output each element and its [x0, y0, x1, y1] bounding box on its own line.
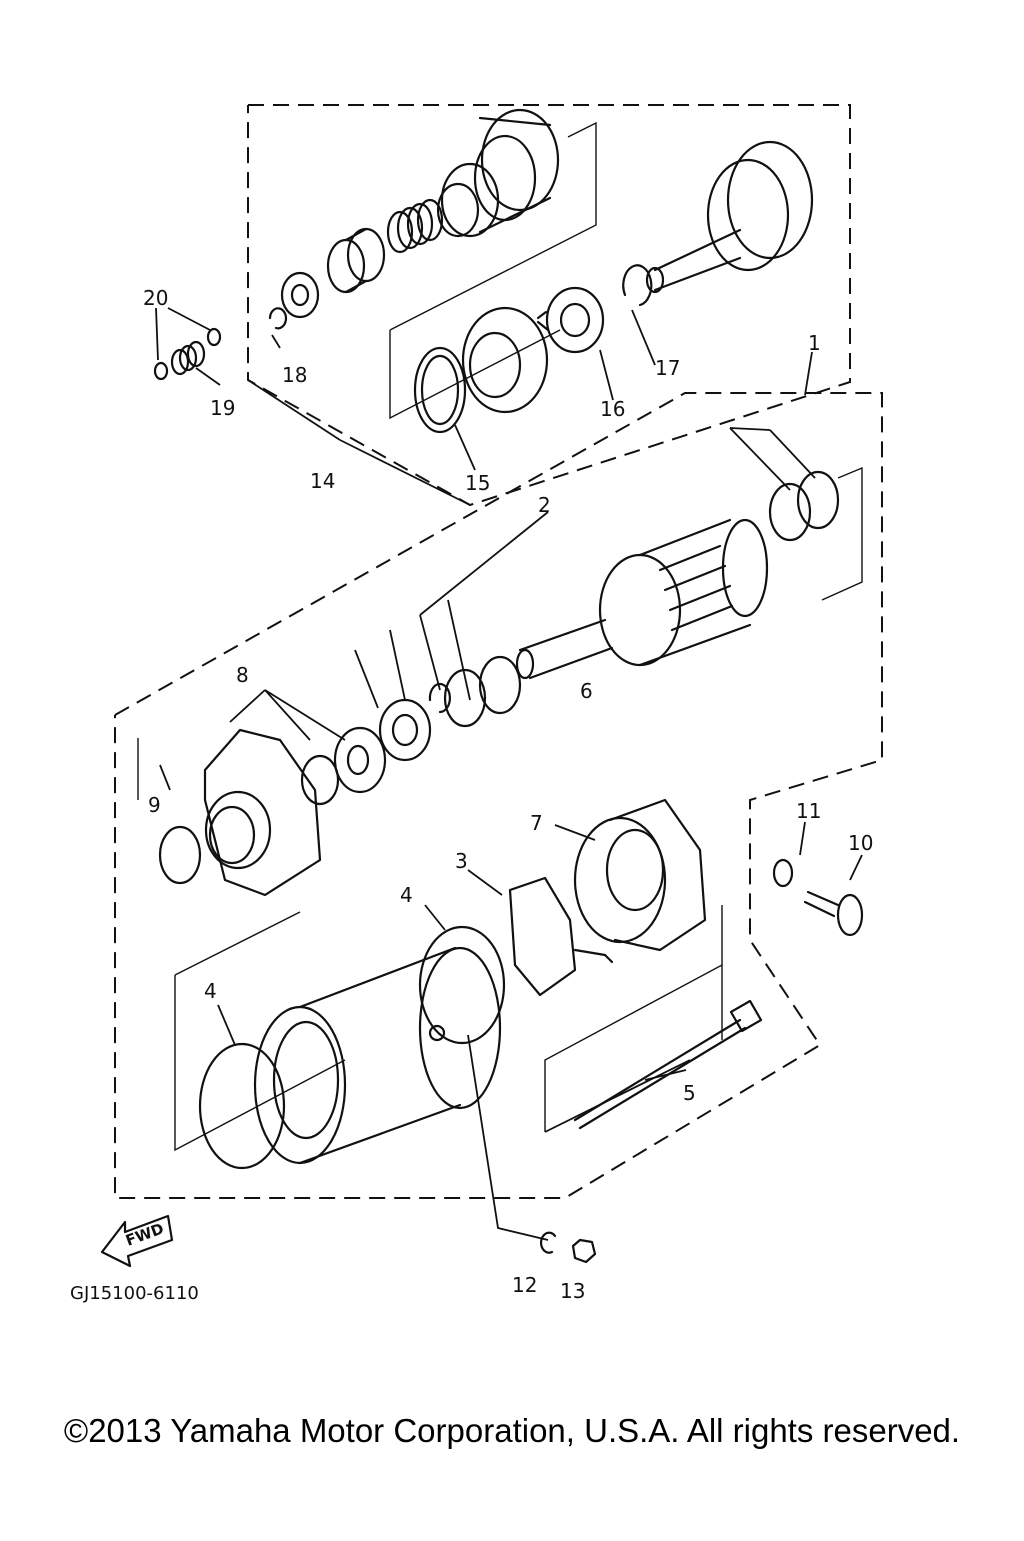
front-cover [203, 728, 322, 897]
overrunning-clutch [645, 140, 814, 294]
callout-14: 14 [310, 469, 335, 493]
yoke [253, 946, 502, 1165]
spring-19 [170, 340, 206, 376]
callout-8: 8 [236, 663, 249, 687]
circlip-18 [268, 307, 288, 330]
callout-labels: 1 2 3 4 4 5 6 7 8 9 10 11 12 13 14 15 16… [143, 286, 873, 1303]
callout-16: 16 [600, 397, 625, 421]
washer-6 [428, 655, 522, 728]
group-boundary-14 [247, 104, 851, 507]
callout-15: 15 [465, 471, 490, 495]
callout-6: 6 [580, 679, 593, 703]
lock-washer-16 [536, 286, 605, 354]
washer-11 [772, 858, 794, 888]
spring [386, 198, 444, 254]
nut-13 [571, 1238, 597, 1264]
callout-20: 20 [143, 286, 168, 310]
callout-18: 18 [282, 363, 307, 387]
callout-13: 13 [560, 1279, 585, 1303]
bracket-frames [137, 121, 863, 1152]
callout-2: 2 [538, 493, 551, 517]
bearing-outer [461, 306, 549, 414]
callout-1: 1 [808, 331, 821, 355]
callout-3: 3 [455, 849, 468, 873]
drawing-code: GJ15100-6110 [70, 1283, 199, 1304]
callout-9: 9 [148, 793, 161, 817]
brush-holder [508, 876, 614, 997]
armature [515, 518, 769, 680]
callout-19: 19 [210, 396, 235, 420]
callout-4b: 4 [204, 979, 217, 1003]
leader-lines [155, 307, 863, 1241]
washer-20 [153, 327, 222, 381]
needle-bearing-15 [413, 346, 467, 434]
callout-12: 12 [512, 1273, 537, 1297]
callout-17: 17 [655, 356, 680, 380]
group-boundary-1 [114, 392, 883, 1199]
gasket-4-front [198, 1042, 286, 1170]
clip-12 [540, 1231, 557, 1254]
callout-10: 10 [848, 831, 873, 855]
pinion-gear [436, 108, 560, 238]
gasket-4-rear [418, 925, 506, 1045]
callout-5: 5 [683, 1081, 696, 1105]
o-ring-9 [158, 825, 202, 885]
through-bolt [573, 999, 763, 1130]
bearing-8 [300, 726, 387, 806]
fwd-arrow: FWD [100, 1214, 174, 1268]
rear-cover [573, 798, 707, 952]
copyright-notice: ©2013 Yamaha Motor Corporation, U.S.A. A… [63, 1412, 961, 1449]
washers-2 [768, 470, 840, 542]
lock-plate [378, 698, 432, 762]
callout-7: 7 [530, 811, 543, 835]
bolt-10 [803, 890, 864, 937]
stopper-ring [280, 271, 320, 319]
circlip-17 [622, 264, 653, 307]
callout-4a: 4 [400, 883, 413, 907]
collar [326, 227, 386, 294]
callout-11: 11 [796, 799, 821, 823]
